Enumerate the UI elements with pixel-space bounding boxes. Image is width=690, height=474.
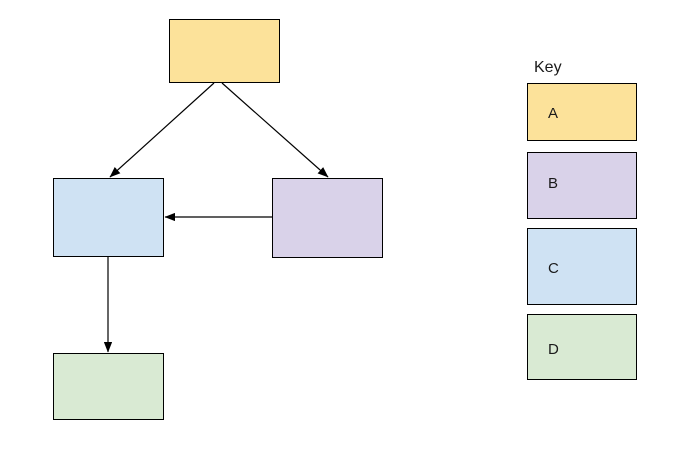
node-blue-left[interactable]: [53, 178, 164, 257]
node-yellow-top[interactable]: [169, 19, 280, 83]
key-label-c: C: [548, 260, 559, 277]
key-swatch-d[interactable]: [527, 314, 637, 380]
key-swatch-a[interactable]: [527, 83, 637, 141]
key-swatch-c[interactable]: [527, 228, 637, 305]
key-label-b: B: [548, 175, 559, 192]
node-purple-right[interactable]: [272, 178, 383, 258]
key-label-a: A: [548, 105, 559, 122]
edge-yellow-to-blue: [109, 82, 215, 178]
edge-yellow-to-purple: [221, 82, 329, 178]
key-label-d: D: [548, 341, 559, 358]
key-title: Key: [534, 59, 562, 76]
node-green-bottom[interactable]: [53, 353, 164, 420]
key-swatch-b[interactable]: [527, 152, 637, 219]
